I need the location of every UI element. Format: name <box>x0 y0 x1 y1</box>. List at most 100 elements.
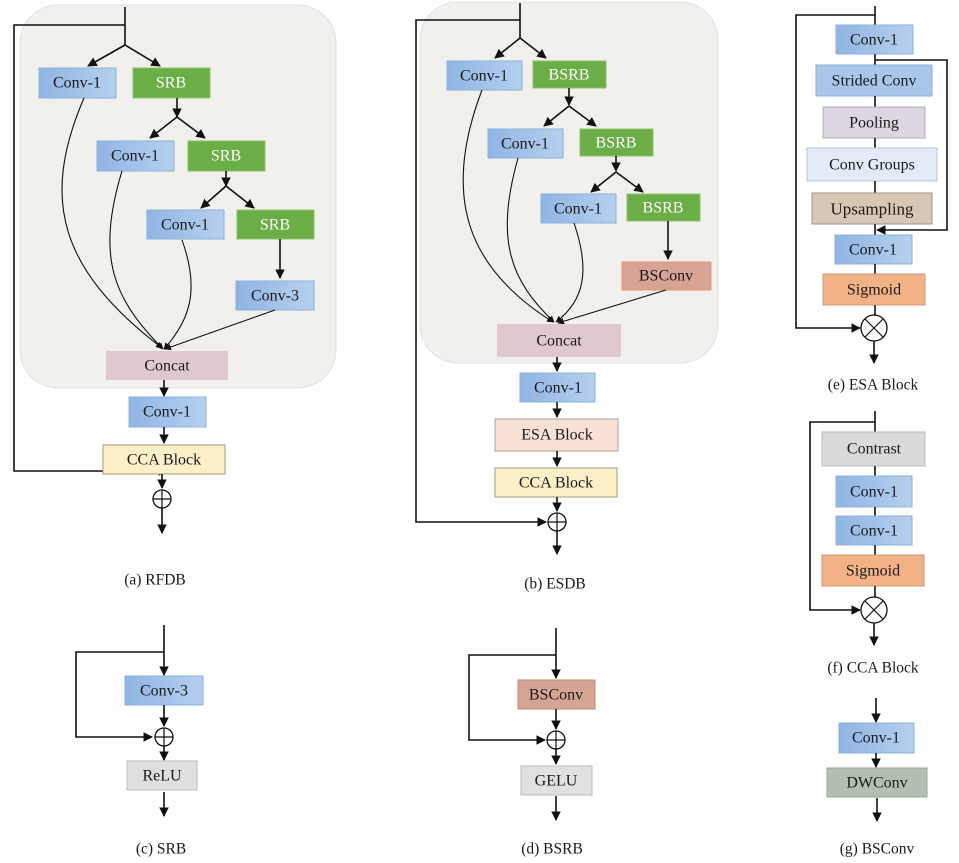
esa-sigmoid-label: Sigmoid <box>847 282 901 299</box>
esa-convgroups-label: Conv Groups <box>829 157 915 174</box>
esdb-conv1-out-label: Conv-1 <box>534 380 582 397</box>
esdb-bsrb-b-label: BSRB <box>596 135 637 152</box>
esdb-diagram: Conv-1 BSRB Conv-1 BSRB Conv-1 BSRB <box>415 1 719 593</box>
esdb-conv1-b: Conv-1 <box>487 128 564 159</box>
bsconv-diagram: Conv-1 DWConv (g) BSConv <box>826 698 928 858</box>
esa-conv1-a-label: Conv-1 <box>850 32 898 49</box>
esa-conv-groups: Conv Groups <box>806 147 938 182</box>
esdb-skip-line <box>415 19 547 527</box>
esdb-esa-block: ESA Block <box>494 418 619 452</box>
rfdb-branch-arrow-3 <box>149 116 178 139</box>
bsconv-dwconv-label: DWConv <box>846 775 907 792</box>
rfdb-srb-a-label: SRB <box>156 75 186 92</box>
srb-skip-line <box>75 651 164 742</box>
bsrb-gelu: GELU <box>520 765 593 796</box>
rfdb-distill-line-4 <box>164 309 276 351</box>
esdb-conv1-a-label: Conv-1 <box>460 68 508 85</box>
esdb-bsrb-c-label: BSRB <box>643 200 684 217</box>
bsrb-bsconv: BSConv <box>517 679 596 710</box>
rfdb-srb-c-label: SRB <box>260 217 290 234</box>
esdb-cca-block: CCA Block <box>494 467 618 498</box>
srb-conv3-label: Conv-3 <box>140 683 188 700</box>
bsrb-caption: (d) BSRB <box>521 841 583 858</box>
esa-pooling-label: Pooling <box>849 115 899 132</box>
bsrb-gelu-label: GELU <box>535 773 578 790</box>
rfdb-conv1-b: Conv-1 <box>96 140 175 172</box>
cca-conv1-a-label: Conv-1 <box>850 484 898 501</box>
esdb-branch-arrow-3 <box>543 105 570 127</box>
esdb-branch-arrow-4 <box>568 105 597 127</box>
esdb-branch-arrow-6 <box>615 171 644 193</box>
esdb-conv1-out: Conv-1 <box>519 372 596 403</box>
esdb-branch-arrow-2 <box>519 37 547 59</box>
cca-sigmoid: Sigmoid <box>821 554 925 587</box>
rfdb-srb-c: SRB <box>236 209 315 240</box>
esdb-conv1-a: Conv-1 <box>446 60 523 91</box>
esa-sigmoid: Sigmoid <box>822 273 926 306</box>
rfdb-caption: (a) RFDB <box>124 572 186 589</box>
esdb-conv1-c: Conv-1 <box>540 193 617 224</box>
rfdb-skip-line <box>13 24 168 476</box>
esdb-concat-label: Concat <box>536 333 582 350</box>
esa-block-diagram: Conv-1 Strided Conv Pooling Conv Groups … <box>795 6 948 394</box>
rfdb-branch-arrow-1 <box>87 44 126 67</box>
esa-multiply-icon <box>860 314 888 342</box>
esdb-distill-curve-2 <box>506 157 555 323</box>
bsrb-diagram: BSConv GELU (d) BSRB <box>468 628 596 858</box>
rfdb-distill-curve-1 <box>61 97 163 349</box>
rfdb-conv1-a-label: Conv-1 <box>53 75 101 92</box>
esdb-bsrb-c: BSRB <box>626 193 701 222</box>
esdb-conv1-c-label: Conv-1 <box>554 201 602 218</box>
cca-contrast: Contrast <box>821 431 926 467</box>
esdb-caption: (b) ESDB <box>524 576 586 593</box>
rfdb-conv3: Conv-3 <box>235 280 315 311</box>
cca-conv1-b: Conv-1 <box>835 515 913 546</box>
rfdb-conv1-out: Conv-1 <box>128 396 207 428</box>
srb-add-icon <box>154 727 174 747</box>
cca-multiply-icon <box>860 596 888 624</box>
cca-caption: (f) CCA Block <box>827 660 919 677</box>
esdb-conv1-b-label: Conv-1 <box>501 136 549 153</box>
esdb-bsconv-label: BSConv <box>639 268 693 285</box>
srb-diagram: Conv-3 ReLU (c) SRB <box>75 625 204 858</box>
esa-conv1-b-label: Conv-1 <box>849 242 897 259</box>
rfdb-distill-curve-2 <box>109 170 164 350</box>
esa-strided-conv: Strided Conv <box>815 64 933 97</box>
srb-conv3: Conv-3 <box>124 675 204 706</box>
esdb-bsrb-b: BSRB <box>579 128 654 157</box>
esdb-bsconv: BSConv <box>621 261 712 291</box>
rfdb-conv1-c-label: Conv-1 <box>161 217 209 234</box>
srb-caption: (c) SRB <box>136 841 186 858</box>
esdb-add-icon <box>547 512 567 532</box>
bsconv-dwconv: DWConv <box>826 767 928 798</box>
esa-conv1-b: Conv-1 <box>834 234 913 265</box>
rfdb-branch-arrow-4 <box>176 116 206 139</box>
srb-relu: ReLU <box>126 760 198 791</box>
rfdb-conv1-out-label: Conv-1 <box>143 404 191 421</box>
cca-conv1-b-label: Conv-1 <box>850 523 898 540</box>
rfdb-srb-b-label: SRB <box>211 148 241 165</box>
rfdb-cca-block: CCA Block <box>102 444 226 475</box>
cca-contrast-label: Contrast <box>847 441 902 458</box>
esdb-distill-curve-1 <box>462 89 554 323</box>
rfdb-diagram: Conv-1 SRB Conv-1 SRB Conv-1 SRB <box>13 4 337 589</box>
rfdb-conv1-a: Conv-1 <box>38 67 117 99</box>
cca-conv1-a: Conv-1 <box>835 475 913 508</box>
rfdb-srb-b: SRB <box>187 140 266 172</box>
rfdb-distill-curve-3 <box>163 239 192 350</box>
esdb-distill-line-4 <box>557 289 667 325</box>
bsconv-conv1: Conv-1 <box>838 722 915 754</box>
rfdb-conv1-b-label: Conv-1 <box>111 148 159 165</box>
rfdb-branch-arrow-6 <box>225 185 255 209</box>
esdb-bsrb-a-label: BSRB <box>549 67 590 84</box>
esdb-cca-label: CCA Block <box>519 475 593 492</box>
bsrb-bsconv-label: BSConv <box>529 687 583 704</box>
esa-skip-line <box>795 14 875 333</box>
rfdb-cca-label: CCA Block <box>127 452 201 469</box>
esdb-branch-arrow-1 <box>494 37 521 59</box>
rfdb-concat-label: Concat <box>144 358 190 375</box>
rfdb-conv3-label: Conv-3 <box>251 288 299 305</box>
rfdb-branch-arrow-2 <box>124 44 161 67</box>
rfdb-concat: Concat <box>106 351 228 380</box>
